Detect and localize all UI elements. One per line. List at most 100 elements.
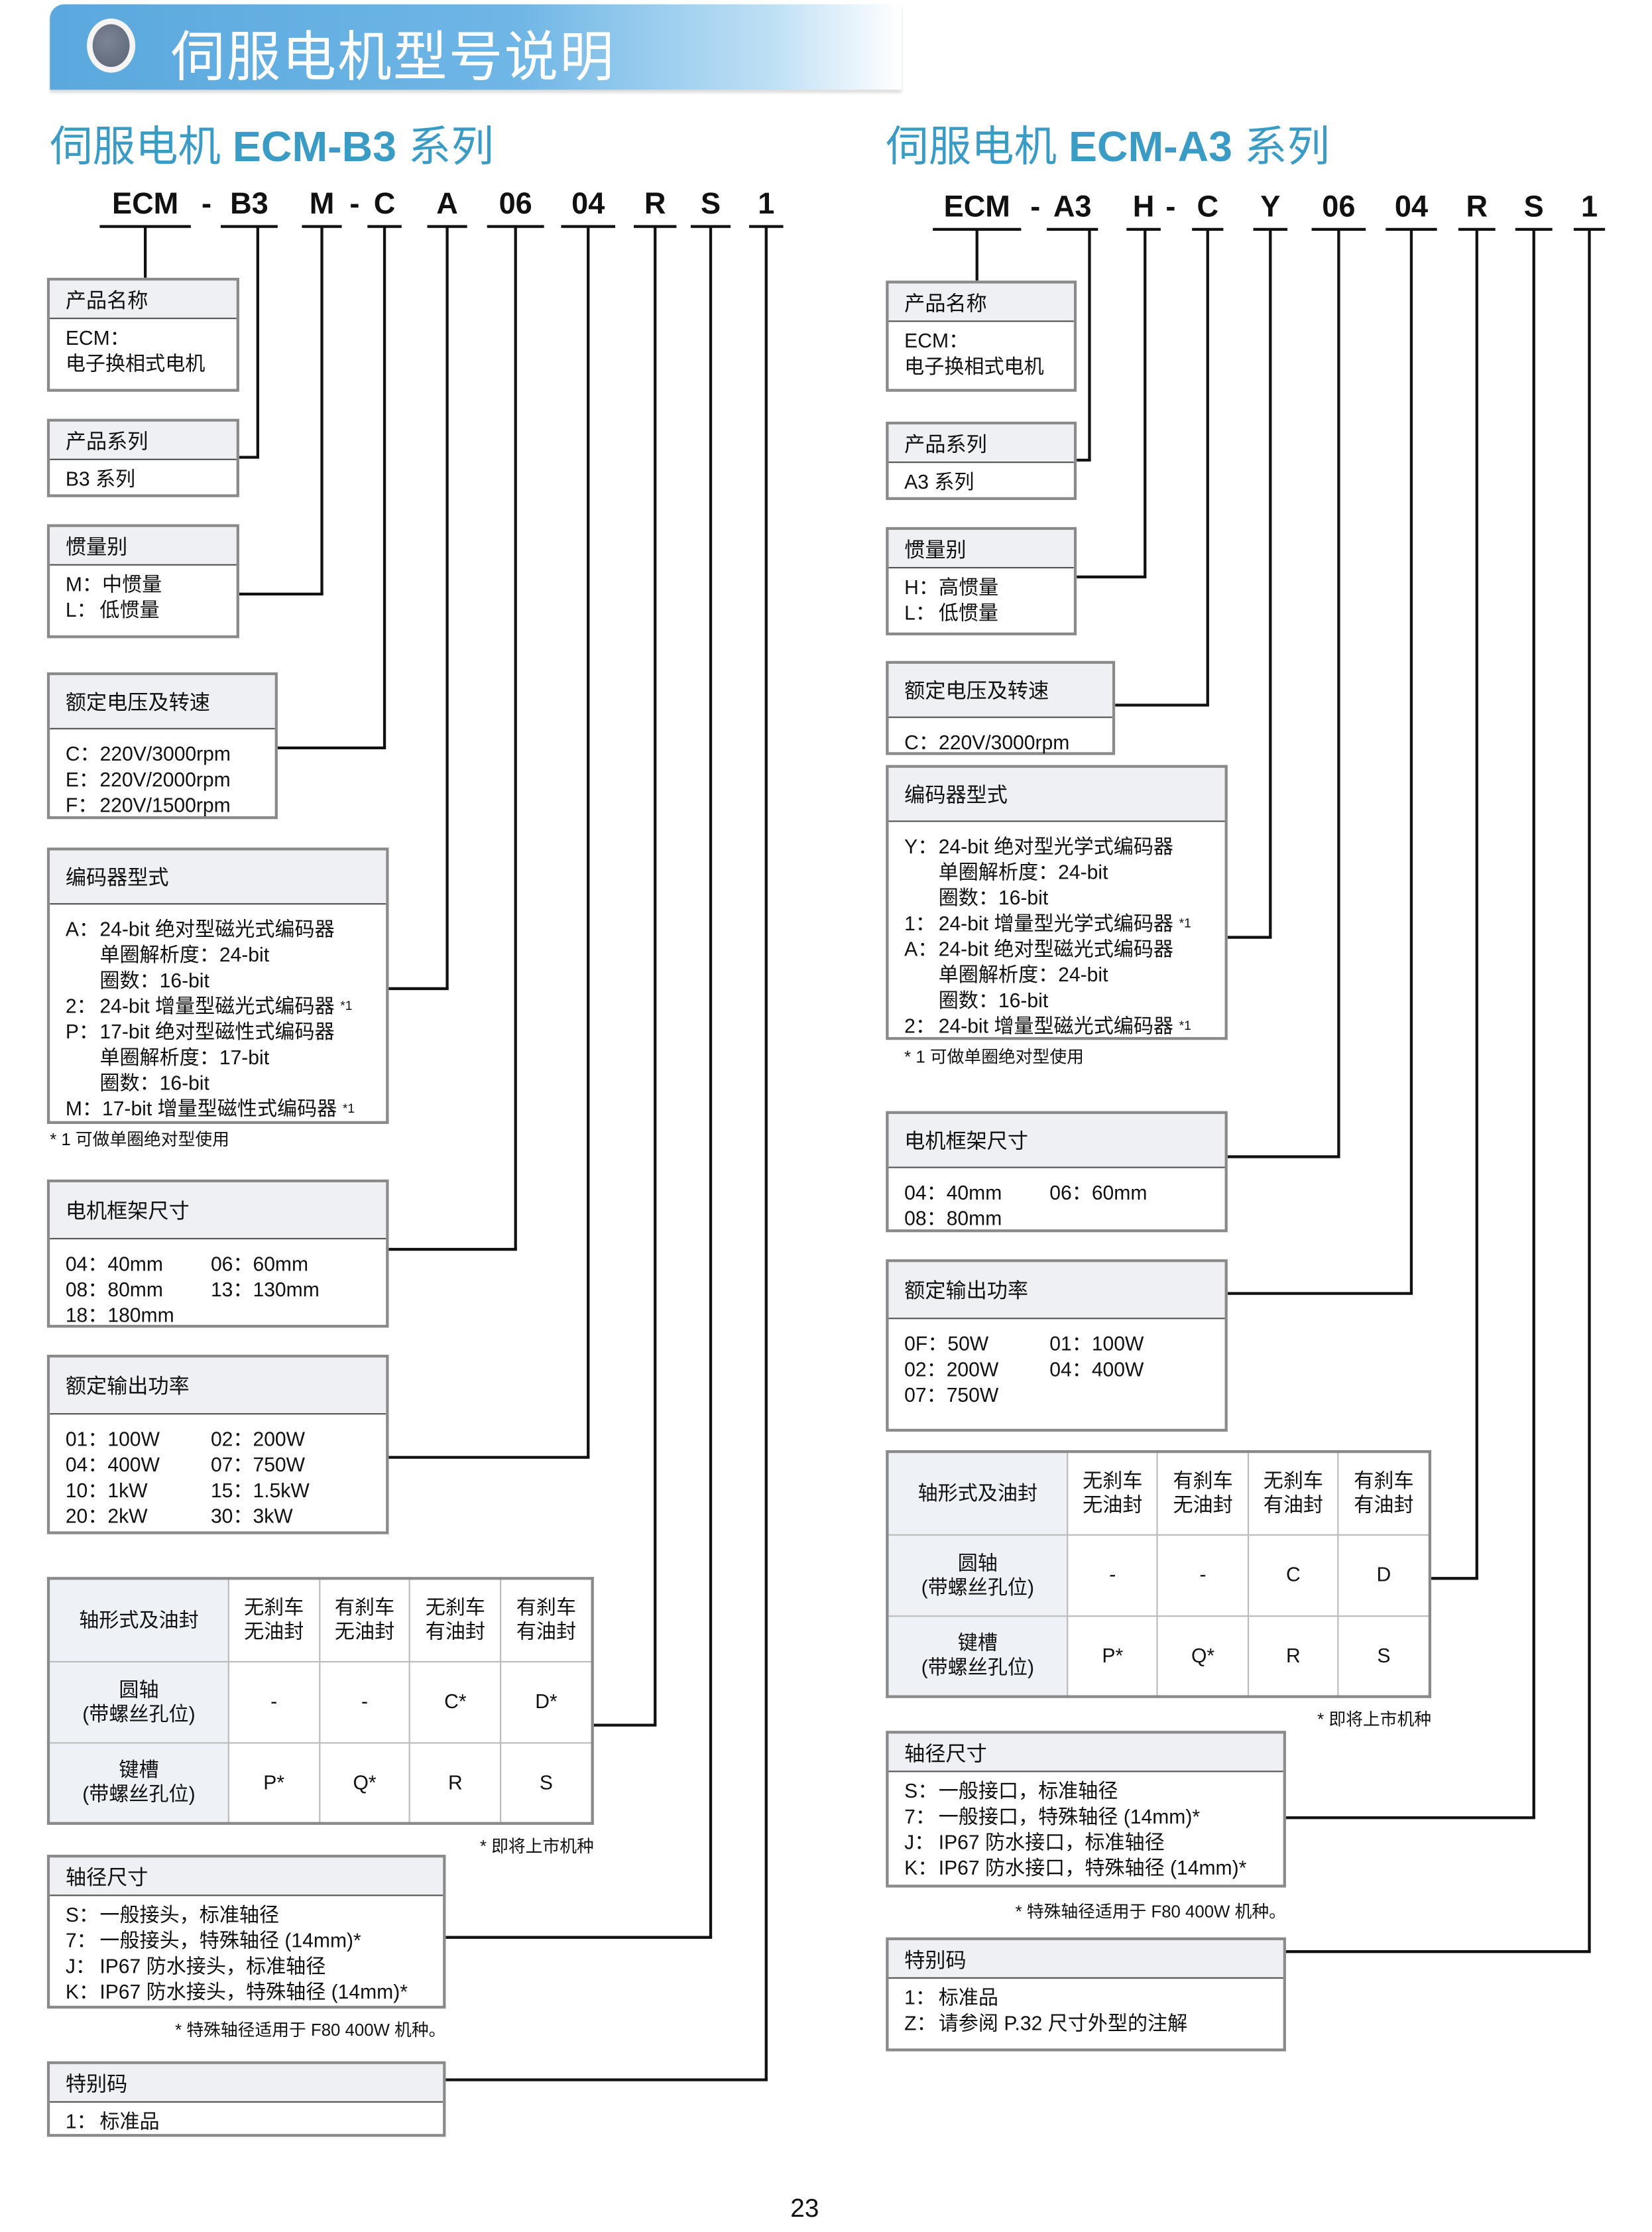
spec-line: H：高惯量 — [904, 574, 1074, 600]
footnote: * 即将上市机种 — [479, 1836, 594, 1857]
spec-description: 低惯量 — [938, 601, 998, 624]
spec-code — [66, 1044, 100, 1070]
model-code-segment: Y — [1260, 190, 1281, 224]
series-title-model: ECM-B3 — [232, 123, 396, 171]
cell-text-line: C* — [444, 1689, 467, 1713]
spec-box-title: 特别码 — [888, 1940, 1283, 1979]
model-code-segment: C — [373, 188, 396, 221]
spec-value: 18：180mm — [65, 1303, 174, 1327]
cell-text-line: 有刹车 — [1173, 1469, 1233, 1492]
spec-line: C：220V/3000rpm — [66, 741, 275, 767]
table-cell: S — [1337, 1615, 1431, 1698]
spec-code: M： — [65, 572, 102, 595]
code-underline — [99, 225, 191, 228]
code-underline — [367, 225, 402, 228]
table-header-cell: 无刹车无油封 — [227, 1578, 320, 1662]
cell-text-line: (带螺丝孔位) — [921, 1655, 1035, 1679]
table-cell: R — [409, 1741, 502, 1824]
spec-description: 24-bit 绝对型光学式编码器 — [938, 834, 1174, 858]
cell-text-line: D — [1376, 1562, 1391, 1586]
cell-text-line: 无刹车 — [1083, 1469, 1143, 1492]
table-cell: D — [1337, 1533, 1431, 1617]
spec-description: 17-bit 增量型磁性式编码器 — [101, 1097, 337, 1120]
table-header-cell: 轴形式及油封 — [886, 1451, 1069, 1535]
spec-box-title: 额定输出功率 — [888, 1262, 1225, 1320]
spec-line: 电子换相式电机 — [66, 350, 237, 376]
spec-code: H： — [904, 575, 939, 599]
spec-description: IP67 防水接口，标准轴径 — [938, 1830, 1165, 1853]
spec-line: 2：24-bit 增量型磁光式编码器*1 — [66, 993, 386, 1019]
table-header-cell: 无刹车无油封 — [1067, 1451, 1159, 1535]
table-cell: - — [1157, 1533, 1249, 1617]
spec-box-body: ECM：电子换相式电机 — [50, 319, 236, 376]
table-cell: P* — [1067, 1615, 1159, 1698]
code-underline — [220, 225, 278, 228]
spec-line: S：一般接口，标准轴径 — [904, 1778, 1283, 1804]
cell-text-line: S — [1377, 1643, 1391, 1666]
spec-code — [66, 967, 100, 993]
code-underline — [633, 225, 677, 228]
spec-line: 7：一般接口，特殊轴径 (14mm)* — [904, 1804, 1283, 1829]
spec-description: 标准品 — [99, 2109, 160, 2133]
spec-line: A：24-bit 绝对型磁光式编码器 — [66, 916, 386, 942]
footnote-mark: *1 — [1179, 1019, 1191, 1033]
code-underline — [1253, 227, 1288, 231]
shaft-type-table: 轴形式及油封无刹车无油封有刹车无油封无刹车有油封有刹车有油封圆轴(带螺丝孔位)-… — [46, 1577, 594, 1825]
spec-description: 电子换相式电机 — [65, 351, 206, 375]
code-underline — [1311, 227, 1366, 231]
footnote-mark: *1 — [342, 1101, 355, 1116]
spec-box-title: 编码器型式 — [888, 767, 1225, 822]
right-series-title: 伺服电机 ECM-A3 系列 — [886, 111, 1330, 174]
spec-value: 04：40mm — [65, 1252, 163, 1275]
spec-box-body: B3 系列 — [50, 460, 236, 491]
cell-text-line: C — [1285, 1562, 1301, 1586]
spec-description: 220V/3000rpm — [938, 731, 1070, 754]
cell-text-line: 有油封 — [516, 1620, 577, 1643]
cell-text-line: 有刹车 — [516, 1595, 577, 1619]
cell-text-line: R — [447, 1770, 463, 1794]
spec-box-title: 产品名称 — [50, 280, 237, 320]
spec-line: 单圈解析度：24-bit — [904, 961, 1224, 987]
spec-line: ECM： — [904, 328, 1074, 353]
spec-value: 13：130mm — [210, 1278, 320, 1301]
series-title-suffix: 系列 — [1232, 123, 1330, 171]
spec-value: 01：100W — [1049, 1332, 1144, 1355]
spec-line: L：低惯量 — [66, 597, 237, 623]
spec-line: L：低惯量 — [904, 599, 1074, 625]
spec-line: Y：24-bit 绝对型光学式编码器 — [904, 834, 1224, 859]
cell-text-line: - — [1109, 1562, 1116, 1586]
spec-code: P： — [65, 1020, 99, 1043]
table-cell: - — [318, 1660, 411, 1743]
spec-line: 单圈解析度：17-bit — [66, 1044, 386, 1070]
cell-text-line: R — [1285, 1643, 1301, 1666]
spec-code: K： — [65, 1980, 99, 2003]
model-code-segment: 1 — [758, 188, 775, 221]
cell-text-line: - — [270, 1689, 278, 1713]
spec-description: 单圈解析度：17-bit — [99, 1045, 270, 1069]
spec-code: 1： — [904, 1985, 935, 2009]
spec-code: 2： — [904, 1014, 935, 1037]
model-code-segment: 04 — [1394, 190, 1429, 224]
table-cell: 键槽(带螺丝孔位) — [47, 1741, 229, 1824]
code-underline — [1047, 227, 1098, 231]
cell-text-line: 键槽 — [957, 1631, 998, 1654]
bullet-circle-icon — [87, 18, 136, 73]
spec-box-title: 额定电压及转速 — [50, 675, 275, 729]
spec-line: 圈数：16-bit — [904, 987, 1224, 1013]
series-title-suffix: 系列 — [396, 123, 494, 171]
cell-text-line: - — [1199, 1562, 1207, 1586]
spec-value: 01：100W — [65, 1427, 160, 1450]
spec-code — [904, 987, 939, 1013]
